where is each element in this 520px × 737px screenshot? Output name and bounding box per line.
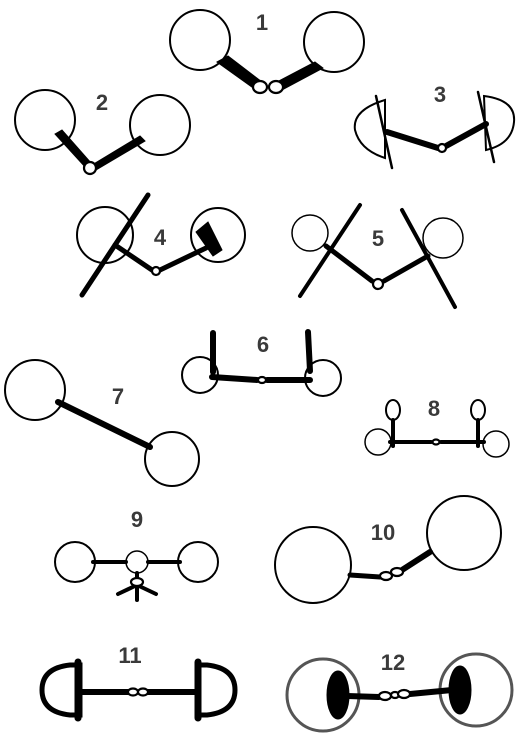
bit-2-right-cannon	[91, 135, 146, 171]
bit-10-left-ring	[274, 526, 352, 604]
bit-8-left-ring	[364, 428, 392, 456]
bit-7-left-ring	[4, 359, 66, 421]
bit-12: 12	[285, 650, 514, 733]
bit-3-label: 3	[434, 82, 446, 107]
bit-1-center-link-a	[251, 79, 269, 95]
bit-6-label: 6	[257, 332, 269, 357]
bit-11-link-b	[136, 687, 150, 697]
bit-10: 10	[274, 495, 502, 604]
bit-9-key-loop	[129, 576, 145, 588]
bit-8-right-ring	[482, 430, 510, 458]
bit-8: 8	[364, 396, 510, 458]
bit-8-label: 8	[428, 396, 440, 421]
bit-2-center-ring	[82, 160, 98, 176]
bit-9-left-ring	[54, 541, 96, 583]
bit-6-right-cheek	[305, 329, 313, 374]
bit-1-left-ring	[169, 9, 231, 71]
bit-11-left-dring	[39, 662, 83, 718]
bit-11-link-a	[126, 687, 140, 697]
bit-12-right-cannon	[407, 687, 455, 697]
bit-4-center-ring	[150, 265, 162, 277]
bit-9-label: 9	[131, 507, 143, 532]
bit-4-right-cannon	[157, 245, 209, 273]
bit-3-left-dring	[353, 98, 386, 160]
bit-12-label: 12	[381, 650, 405, 675]
bit-12-link-a	[377, 690, 393, 702]
bit-3-center-ring	[436, 142, 448, 154]
bit-2-right-ring	[129, 94, 191, 156]
bit-7-right-ring	[144, 431, 200, 487]
bit-4-label: 4	[154, 225, 167, 250]
bit-10-link-b	[389, 566, 405, 578]
bit-10-right-ring	[426, 495, 502, 571]
bit-1-label: 1	[256, 10, 268, 35]
bit-6-left-cannon	[209, 374, 260, 383]
bit-7: 7	[4, 359, 200, 487]
bit-9-right-ring	[177, 541, 219, 583]
bit-9-center-ring	[125, 550, 149, 574]
bit-1: 1	[169, 9, 365, 95]
bit-3-right-dring	[482, 94, 516, 152]
bit-5-right-cannon	[381, 253, 431, 284]
bit-3-left-cannon	[384, 129, 441, 151]
bit-11-right-dring	[194, 662, 238, 718]
bit-3-right-cannon	[443, 121, 489, 149]
bit-8-center-link	[431, 438, 441, 446]
bit-10-label: 10	[371, 520, 395, 545]
bit-12-left-cannon	[344, 693, 382, 700]
bit-5-left-cannon	[323, 243, 375, 284]
bit-12-link-c	[396, 688, 412, 700]
bit-5-right-ring	[422, 217, 464, 259]
bit-4-left-ring	[76, 206, 134, 264]
bit-5-left-ring	[291, 214, 329, 252]
bit-6-center-link	[256, 375, 268, 385]
bit-5-center-ring	[371, 277, 385, 291]
bit-2-label: 2	[96, 90, 108, 115]
bit-11: 11	[39, 643, 238, 722]
bit-6: 6	[181, 329, 342, 397]
bit-8-right-upper-loop	[470, 399, 486, 421]
bit-7-mouthpiece	[55, 399, 153, 450]
bit-5: 5	[291, 203, 464, 309]
bit-4: 4	[76, 192, 246, 298]
bit-10-link-a	[378, 570, 394, 582]
bit-1-center-link-b	[267, 79, 285, 95]
bit-11-label: 11	[118, 643, 141, 668]
bit-4-left-cannon	[112, 242, 155, 273]
bit-9: 9	[54, 507, 219, 602]
bit-1-right-ring	[303, 11, 365, 73]
bit-5-label: 5	[372, 226, 384, 251]
bit-10-right-cannon	[399, 549, 433, 573]
bit-2: 2	[14, 89, 191, 176]
bit-7-label: 7	[112, 384, 124, 409]
bit-10-left-cannon	[347, 572, 383, 580]
bit-3: 3	[353, 82, 516, 170]
bit-8-left-upper-loop	[385, 399, 401, 421]
